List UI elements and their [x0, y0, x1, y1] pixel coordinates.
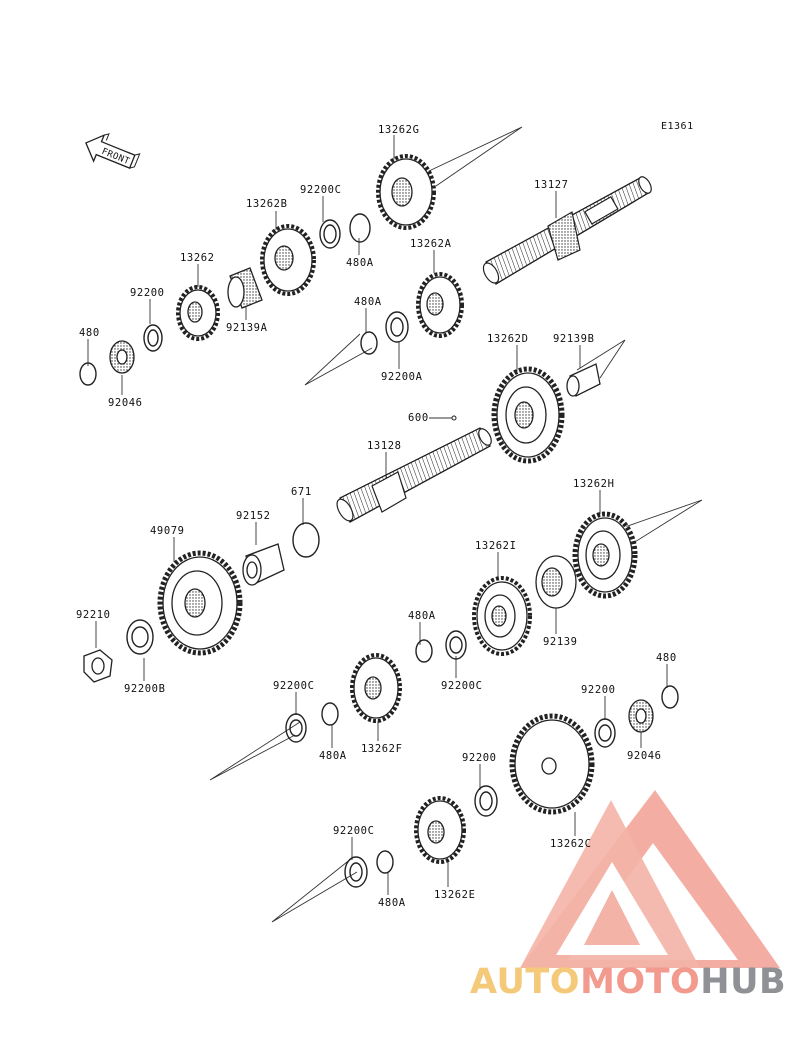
part-label-92200-c: 92200 — [462, 752, 497, 764]
part-label-92200b: 92200B — [124, 683, 166, 695]
circlip-671 — [292, 522, 320, 558]
gear-13262a — [416, 272, 464, 338]
washer-92200-left — [143, 324, 163, 352]
bearing-92139 — [535, 555, 577, 609]
part-label-13128: 13128 — [367, 440, 402, 452]
washer-92200b — [126, 619, 154, 655]
washers-and-circlips — [79, 213, 679, 888]
watermark-part-moto: MOTO — [580, 962, 701, 1002]
part-label-480-b: 480 — [656, 652, 677, 664]
bearing-92046-a — [109, 340, 135, 374]
part-label-92200c-a: 92200C — [300, 184, 342, 196]
gear-13262e — [414, 796, 466, 864]
part-label-13262g: 13262G — [378, 124, 420, 136]
part-label-480-a: 480 — [79, 327, 100, 339]
part-label-92200c-d: 92200C — [333, 825, 375, 837]
part-label-13262f: 13262F — [361, 743, 403, 755]
circlip-480a-low — [321, 702, 339, 726]
circlip-480a-c — [415, 639, 433, 663]
part-label-13262i: 13262I — [475, 540, 517, 552]
part-label-92210: 92210 — [76, 609, 111, 621]
part-label-13262: 13262 — [180, 252, 215, 264]
bearing-92152 — [242, 543, 285, 586]
washer-92200a — [385, 311, 409, 343]
part-label-92152: 92152 — [236, 510, 271, 522]
watermark-part-hub: HUB — [700, 962, 787, 1002]
gear-13262c — [509, 713, 595, 815]
gear-13262g — [376, 154, 436, 230]
part-label-92200-b: 92200 — [581, 684, 616, 696]
washer-92200c-top — [319, 219, 341, 249]
part-label-92200-a: 92200 — [130, 287, 165, 299]
bearing-92046-b — [628, 699, 654, 733]
diagram-code: E1361 — [661, 121, 694, 132]
part-label-92139: 92139 — [543, 636, 578, 648]
washer-92200c-low — [285, 713, 307, 743]
gear-13262i — [472, 576, 532, 656]
part-label-92139b: 92139B — [553, 333, 595, 345]
part-label-92200a: 92200A — [381, 371, 423, 383]
part-label-480a-b: 480A — [354, 296, 382, 308]
part-label-480a-a: 480A — [346, 257, 374, 269]
part-label-13262b: 13262B — [246, 198, 288, 210]
part-label-600: 600 — [408, 412, 429, 424]
part-label-13262h: 13262H — [573, 478, 615, 490]
bearing-92139b — [566, 363, 601, 397]
circlip-480a-top — [349, 213, 371, 243]
gear-49079 — [157, 550, 243, 656]
shaft-13128 — [336, 427, 492, 523]
gear-13262b — [260, 224, 316, 296]
circlip-480a-bottom — [376, 850, 394, 874]
part-label-13127: 13127 — [534, 179, 569, 191]
washer-92200-right — [594, 718, 616, 748]
circlip-480-left — [79, 362, 97, 386]
washer-92200c-bottom — [344, 856, 368, 888]
part-label-92139a: 92139A — [226, 322, 268, 334]
watermark-part-auto: AUTO — [470, 962, 581, 1002]
front-direction-arrow-icon: FRONT — [85, 133, 141, 169]
watermark-text: AUTOMOTOHUB — [470, 962, 786, 1002]
part-label-13262a: 13262A — [410, 238, 452, 250]
bearings — [83, 267, 654, 733]
part-label-92200c-b: 92200C — [441, 680, 483, 692]
gear-13262h — [572, 511, 638, 599]
washer-92200-low — [474, 785, 498, 817]
circlip-480a-mid — [360, 331, 378, 355]
circlip-480-right — [661, 685, 679, 709]
part-label-92046-b: 92046 — [627, 750, 662, 762]
part-label-92046-a: 92046 — [108, 397, 143, 409]
washer-92200c-right — [445, 630, 467, 660]
gear-13262d — [491, 366, 565, 464]
part-label-671: 671 — [291, 486, 312, 498]
gear-13262f — [350, 653, 402, 723]
part-label-49079: 49079 — [150, 525, 185, 537]
part-label-480a-d: 480A — [319, 750, 347, 762]
part-label-480a-e: 480A — [378, 897, 406, 909]
part-label-13262d: 13262D — [487, 333, 529, 345]
part-label-13262e: 13262E — [434, 889, 476, 901]
part-label-480a-c: 480A — [408, 610, 436, 622]
watermark-logo-icon — [520, 790, 780, 968]
nut-92210 — [83, 649, 113, 683]
part-label-13262c: 13262C — [550, 838, 592, 850]
shaft-13127 — [482, 176, 652, 285]
gear-13262 — [176, 285, 220, 341]
part-label-92200c-c: 92200C — [273, 680, 315, 692]
bearing-92139a — [227, 267, 263, 309]
